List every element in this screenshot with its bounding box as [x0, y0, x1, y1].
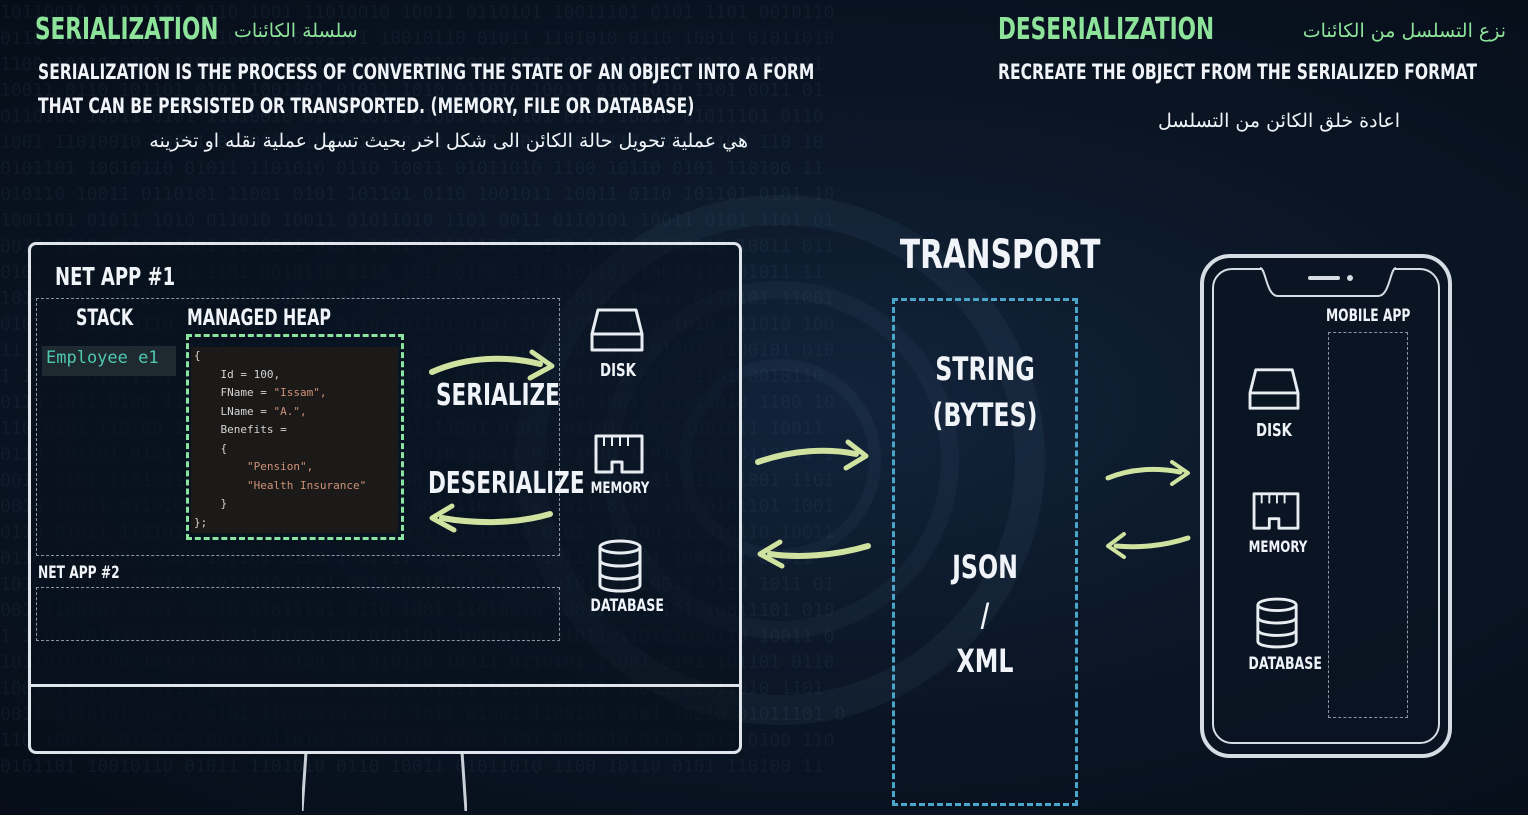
from-mobile-arrow	[1106, 532, 1191, 559]
from-transport-arrow	[757, 539, 871, 569]
disk-label: DISK	[600, 360, 636, 381]
code-text: }	[194, 497, 228, 510]
deserialization-definition-line: RECREATE THE OBJECT FROM THE SERIALIZED …	[998, 60, 1477, 84]
slash-label: /	[980, 596, 990, 634]
net-app-2-region	[36, 587, 560, 641]
serialize-label: SERIALIZE	[436, 378, 560, 413]
disk-icon	[590, 308, 644, 352]
deserialize-arrow	[429, 503, 553, 533]
json-label: JSON	[952, 548, 1018, 586]
object-code-block: { Id = 100, FName = "Issam", LName = "A.…	[191, 347, 398, 533]
net-app-1-region	[36, 298, 560, 556]
serialization-definition-arabic: هي عملية تحويل حالة الكائن الى شكل اخر ب…	[149, 130, 748, 152]
code-text: {	[194, 349, 201, 362]
memory-card-icon	[594, 434, 644, 474]
database-icon	[598, 539, 642, 593]
code-string: "Issam",	[273, 386, 327, 399]
code-line: LName = "A.",	[194, 403, 398, 422]
stack-label: STACK	[76, 306, 134, 331]
mobile-app-label: MOBILE APP	[1326, 306, 1411, 326]
serialization-title: SERIALIZATION	[35, 12, 219, 47]
mobile-disk-label: DISK	[1256, 420, 1292, 441]
code-line: Id = 100,	[194, 366, 398, 385]
serialization-title-arabic: سلسلة الكائنات	[234, 20, 358, 42]
mobile-memory-label: MEMORY	[1248, 537, 1308, 556]
code-text	[194, 479, 247, 492]
net-app-2-label: NET APP #2	[38, 563, 120, 583]
code-line: {	[194, 440, 398, 459]
mobile-phone	[1200, 254, 1452, 758]
serialize-arrow	[429, 349, 555, 381]
transport-title: TRANSPORT	[899, 232, 1101, 278]
code-text: FName =	[194, 386, 274, 399]
code-text	[194, 460, 247, 473]
code-line: };	[194, 514, 398, 533]
to-transport-arrow	[755, 439, 869, 471]
transport-region	[892, 298, 1078, 806]
deserialization-title: DESERIALIZATION	[998, 12, 1215, 47]
phone-notch	[1259, 267, 1397, 297]
code-string: "Health Insurance"	[246, 478, 367, 492]
string-label: STRING	[935, 350, 1035, 388]
code-text: Benefits =	[194, 423, 287, 436]
mobile-database-icon	[1256, 597, 1298, 649]
managed-heap-region	[186, 334, 404, 540]
serialization-definition-line-1: SERIALIZATION IS THE PROCESS OF CONVERTI…	[38, 60, 815, 84]
net-app-1-label: NET APP #1	[55, 262, 176, 291]
code-line: "Health Insurance"	[194, 477, 398, 496]
deserialize-label: DESERIALIZE	[428, 466, 585, 501]
deserialization-definition-arabic: اعادة خلق الكائن من التسلسل	[1158, 110, 1400, 132]
code-string: "Pension",	[246, 460, 314, 473]
serialization-definition-line-2: THAT CAN BE PERSISTED OR TRANSPORTED. (M…	[38, 94, 695, 118]
bytes-label: (BYTES)	[932, 396, 1038, 434]
mobile-app-region	[1328, 332, 1408, 718]
employee-variable: Employee e1	[42, 346, 176, 376]
memory-label: MEMORY	[590, 478, 650, 497]
monitor-stand	[300, 751, 468, 812]
managed-heap-label: MANAGED HEAP	[187, 306, 331, 331]
deserialization-title-arabic: نزع التسلسل من الكائنات	[1302, 20, 1506, 42]
monitor-bezel-divider	[30, 684, 740, 687]
code-line: "Pension",	[194, 458, 398, 477]
mobile-database-label: DATABASE	[1248, 654, 1322, 674]
code-string: "A.",	[273, 404, 307, 418]
code-line: FName = "Issam",	[194, 384, 398, 403]
to-mobile-arrow	[1105, 460, 1190, 486]
mobile-memory-card-icon	[1252, 492, 1300, 530]
code-text: {	[194, 441, 228, 455]
xml-label: XML	[956, 642, 1014, 680]
database-label: DATABASE	[590, 596, 664, 616]
code-line: }	[194, 495, 398, 514]
code-text: };	[194, 515, 208, 529]
code-text: LName =	[194, 404, 274, 418]
mobile-disk-icon	[1248, 368, 1300, 410]
code-text: Id = 100,	[194, 367, 281, 381]
code-line: Benefits =	[194, 421, 398, 440]
code-line: {	[194, 347, 398, 366]
